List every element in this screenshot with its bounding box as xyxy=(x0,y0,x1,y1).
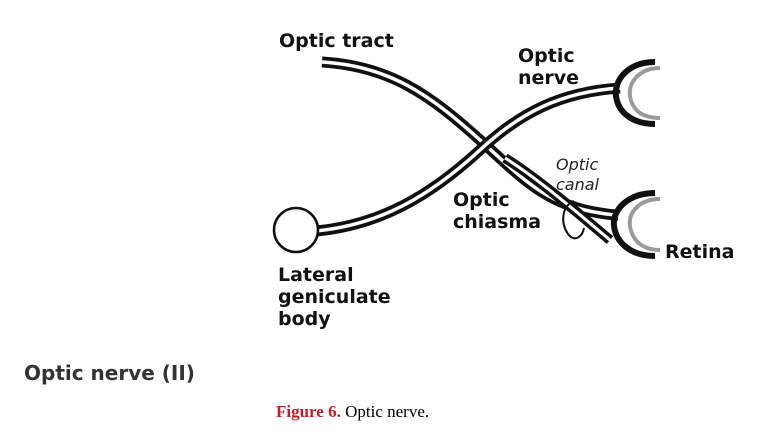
lateral-geniculate-body-label: Lateral geniculate body xyxy=(278,264,391,330)
optic-chiasma-label-line1: Optic xyxy=(453,189,510,211)
lateral-geniculate-body-circle xyxy=(272,206,320,254)
upper-retina xyxy=(612,59,661,127)
optic-canal-label: Optic canal xyxy=(556,155,599,195)
lgb-label-line1: Lateral xyxy=(278,264,354,286)
optic-tract-label: Optic tract xyxy=(279,30,394,52)
optic-canal-label-line2: canal xyxy=(556,175,599,194)
optic-canal-label-line1: Optic xyxy=(556,155,599,174)
figure-caption: Figure 6. Optic nerve. xyxy=(276,402,429,422)
optic-nerve-label-line2: nerve xyxy=(518,67,580,89)
retina-label: Retina xyxy=(665,241,735,263)
lgb-label-line3: body xyxy=(278,308,331,330)
section-heading: Optic nerve (II) xyxy=(24,361,195,385)
optic-chiasma-label-line2: chiasma xyxy=(453,211,542,233)
lgb-label-line2: geniculate xyxy=(278,286,391,308)
lower-retina xyxy=(610,190,661,259)
optic-nerve-label: Optic nerve xyxy=(518,45,579,89)
figure-label: Figure 6. xyxy=(276,402,341,421)
optic-chiasma-label: Optic chiasma xyxy=(453,189,541,233)
figure-caption-text: Optic nerve. xyxy=(345,402,430,421)
optic-nerve-label-line1: Optic xyxy=(518,45,575,67)
optic-canal-ring xyxy=(562,200,585,240)
